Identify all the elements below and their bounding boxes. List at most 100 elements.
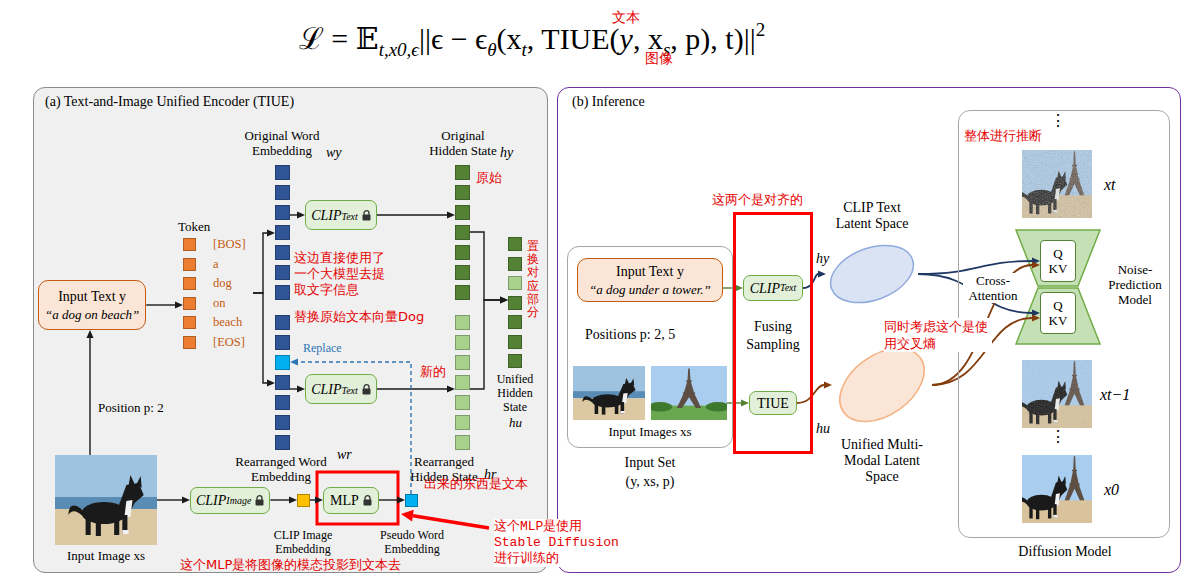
- clip-image-encoder: CLIPImage: [190, 487, 270, 514]
- label: CLIP: [311, 381, 341, 398]
- arrowhead: [297, 386, 305, 393]
- annotation: 这两个是对齐的: [712, 192, 803, 208]
- arrowhead: [500, 297, 508, 304]
- label: xt−1: [1100, 385, 1130, 405]
- embedding-square: [275, 375, 290, 390]
- lock-body: [256, 500, 264, 506]
- connector-line: [470, 300, 500, 389]
- arrowhead: [182, 497, 190, 504]
- clip-text-encoder: CLIPText: [743, 275, 803, 301]
- embedding-square: [455, 285, 470, 300]
- embedding-square: [455, 435, 470, 450]
- label: (a) Text-and-Image Unified Encoder (TIUE…: [45, 93, 294, 110]
- formula-part: θ: [487, 39, 496, 60]
- lock-icon: [362, 210, 371, 221]
- label: CLIP: [196, 492, 226, 509]
- label: on: [213, 296, 226, 311]
- input-text-box: Input Text y“a dog under a tower.”: [577, 258, 723, 302]
- label: Input Images xs: [570, 424, 730, 440]
- embedding-square: [183, 238, 196, 251]
- noise: [1022, 360, 1092, 428]
- connector-line: [310, 499, 315, 500]
- label: Input Text y: [58, 288, 126, 306]
- label: xt: [1104, 175, 1116, 195]
- label: (y, xs, p): [570, 473, 730, 490]
- embedding-square: [183, 316, 196, 329]
- arrowhead: [824, 382, 832, 389]
- formula-part: ||ϵ − ϵ: [419, 22, 487, 55]
- formula-part: (x: [497, 22, 522, 55]
- embedding-square: [455, 355, 470, 370]
- lock-icon: [363, 495, 372, 506]
- label: MLP: [330, 492, 359, 509]
- tiue-box: TIUE: [749, 391, 797, 415]
- hidden-state-column: Rearranged Hidden Statehr: [455, 315, 470, 450]
- embedding-square: [183, 297, 196, 310]
- embedding-square: [508, 354, 522, 368]
- connector: [253, 293, 275, 387]
- arrowhead: [297, 212, 305, 219]
- label: KV: [1049, 261, 1068, 276]
- connector: [290, 386, 305, 393]
- arrowhead: [818, 271, 826, 278]
- label: Original Hidden State: [423, 128, 503, 158]
- embedding-column: Rearranged Word Embeddingwr: [275, 315, 290, 450]
- label: Token: [178, 219, 210, 235]
- label: hu: [816, 420, 830, 438]
- embedding-square: [275, 285, 290, 300]
- label: Text: [342, 211, 358, 223]
- label: Rearranged Word Embedding: [226, 454, 336, 484]
- label: ⋮: [1050, 429, 1066, 445]
- embedding-square: [275, 165, 290, 180]
- connector-line: [89, 338, 90, 455]
- embedding-square: [508, 296, 522, 310]
- formula-part: ℒ = 𝔼: [299, 22, 379, 55]
- arrowhead: [267, 230, 275, 237]
- connector: [310, 497, 323, 504]
- connector: [157, 497, 190, 504]
- annotation: 原始: [476, 170, 502, 186]
- label: Q: [1053, 298, 1062, 313]
- input-set-box: Input Set(y, xs, p)Input Text y“a dog un…: [567, 246, 733, 448]
- fusing-box: Fusing SamplingCLIPTextTIUE: [733, 212, 813, 454]
- embedding-square: [455, 415, 470, 430]
- panel-ground: [33, 87, 548, 573]
- embedding-square: [455, 375, 470, 390]
- embedding-square: [183, 258, 196, 271]
- label: Input Set: [570, 454, 730, 471]
- connector: [797, 382, 832, 404]
- embedding-square: [455, 225, 470, 240]
- formula-part: t,x0,ϵ: [379, 39, 419, 60]
- annotation: 整体进行推断: [964, 128, 1042, 144]
- connector: [379, 497, 405, 504]
- label: Text: [780, 282, 796, 294]
- token-column: Token[BOS]adogonbeach[EOS]: [183, 238, 253, 349]
- label: Q: [1053, 246, 1062, 261]
- label: “a dog under a tower.”: [589, 281, 711, 298]
- annotation-arrowhead: [401, 510, 414, 522]
- connector-line: [290, 214, 297, 215]
- noisy-image: [1018, 360, 1092, 428]
- clip-text-encoder: CLIPText: [305, 374, 377, 404]
- connector-line: [470, 232, 500, 300]
- label: Input Image xs: [30, 548, 182, 564]
- lock-body: [362, 388, 370, 394]
- connector: [470, 232, 508, 304]
- arrowhead: [290, 359, 298, 366]
- arrowhead: [447, 212, 455, 219]
- edge-label: Position p: 2: [98, 400, 164, 416]
- embedding-column: Original Word Embeddingwy: [275, 165, 290, 300]
- embedding-square: [275, 415, 290, 430]
- arrowhead: [87, 330, 94, 338]
- arrowhead: [267, 380, 275, 387]
- annotation: 图像: [645, 49, 673, 67]
- connector-line: [146, 304, 175, 305]
- lock-shackle: [364, 384, 369, 388]
- label: wr: [337, 446, 352, 463]
- formula: ℒ = 𝔼t,x0,ϵ||ϵ − ϵθ(xt, TIUE(y, xs, p), …: [0, 10, 1064, 70]
- connector: [918, 258, 1040, 275]
- connector-line: [253, 293, 267, 383]
- annotation: 文本: [612, 8, 640, 26]
- embedding-square: [275, 225, 290, 240]
- connector: [146, 302, 183, 309]
